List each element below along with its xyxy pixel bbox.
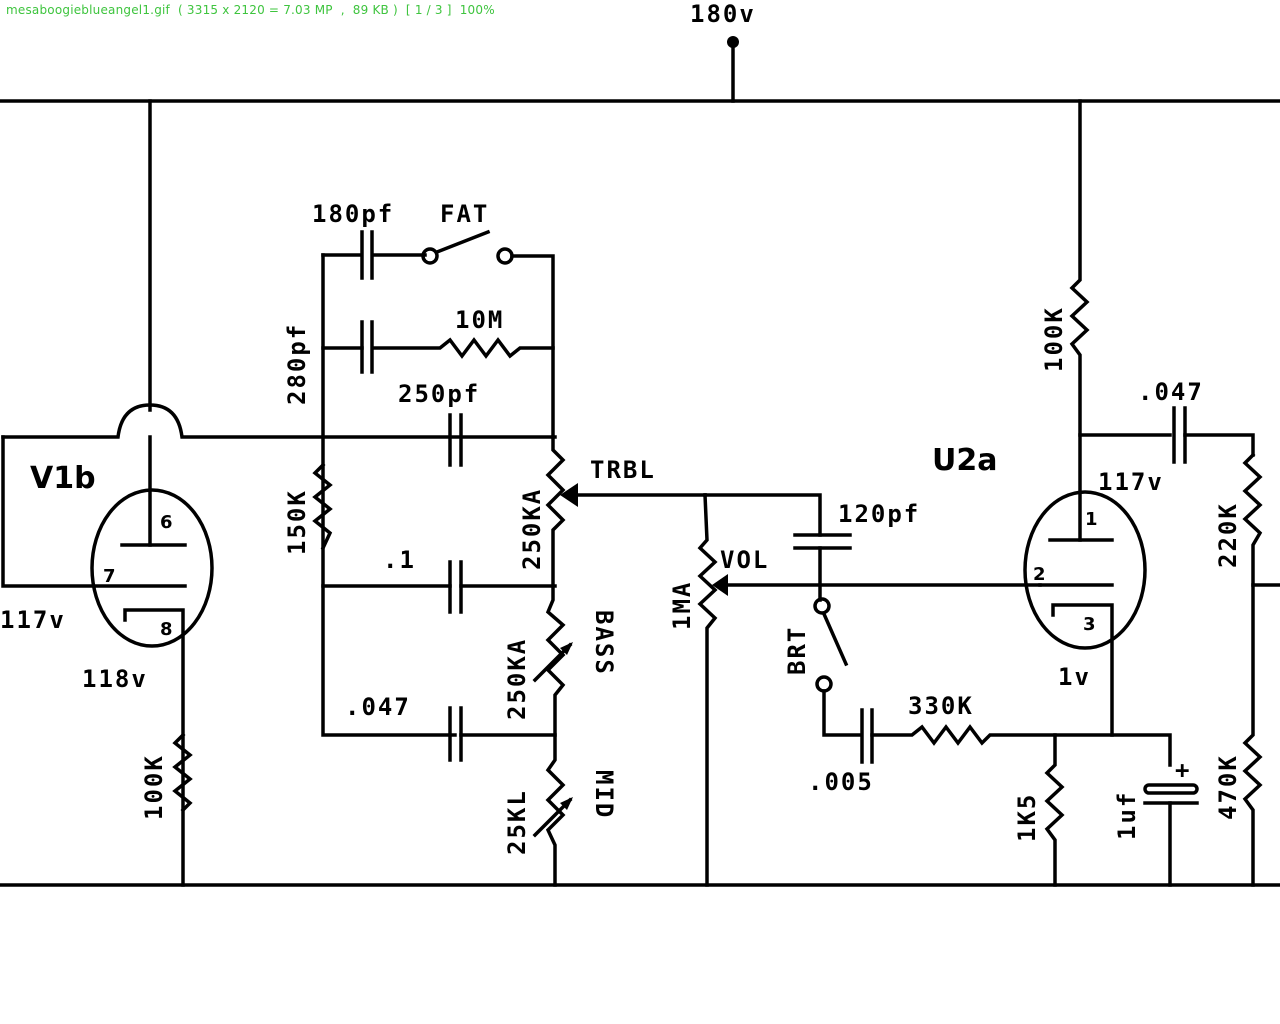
cap-280pf-label: 280pf — [283, 323, 311, 405]
resistor-100k-v1-label: 100K — [140, 754, 168, 820]
brt-switch-label: BRT — [783, 626, 811, 675]
supply-terminal-icon — [727, 36, 739, 48]
cap-047-tone-label: .047 — [345, 693, 411, 721]
supply-rail: 180v — [0, 0, 1280, 103]
v1b-grid-pin: 7 — [103, 566, 116, 587]
fat-switch-label: FAT — [440, 200, 489, 228]
v1b-grid-voltage: 117v — [0, 606, 66, 634]
resistor-330k-label: 330K — [908, 692, 974, 720]
page-indicator: [ 1 / 3 ] — [405, 3, 452, 17]
resistor-100k-v2-label: 100K — [1040, 306, 1068, 372]
v2a-plate-voltage: 117v — [1098, 468, 1164, 496]
volume-wiper-icon — [712, 574, 728, 596]
brt-switch-contact-icon — [815, 675, 833, 693]
image-dimensions: ( 3315 x 2120 = 7.03 MP — [178, 3, 333, 17]
v1b-cathode-voltage: 118v — [82, 665, 148, 693]
fat-switch-contact-icon — [496, 247, 514, 265]
cap-polarity-plus: + — [1175, 756, 1191, 784]
pot-bass-value: 250KA — [503, 638, 531, 720]
bass-arrow-icon — [560, 642, 573, 655]
filename: mesaboogieblueangel1.gif — [6, 3, 170, 17]
viewer-status-bar: mesaboogieblueangel1.gif ( 3315 x 2120 =… — [6, 3, 495, 17]
cap-0-1-label: .1 — [383, 546, 416, 574]
tone-stack: 180pf FAT 10M 280pf 250pf 150K .1 .047 2… — [283, 200, 707, 887]
v1b-plate-pin: 6 — [160, 512, 173, 533]
cap-005-label: .005 — [808, 768, 874, 796]
v2a-label: U2a — [932, 443, 997, 478]
pot-treble-value: 250KA — [518, 488, 546, 570]
resistor-1k5-label: 1K5 — [1013, 793, 1041, 842]
volume-section: 1MA VOL 120pf BRT .005 330K — [668, 493, 1172, 887]
pot-mid-value: 25KL — [503, 789, 531, 855]
v1b-envelope — [90, 488, 214, 648]
resistor-470k-label: 470K — [1214, 754, 1242, 820]
v2a-cathode-voltage: 1v — [1058, 663, 1091, 691]
zoom-level: 100% — [459, 3, 495, 17]
resistor-220k-label: 220K — [1214, 502, 1242, 568]
v2a-grid-pin: 2 — [1033, 564, 1046, 585]
pot-bass-name: BASS — [590, 610, 618, 676]
file-size: , 89 KB ) — [340, 3, 398, 17]
v1b-cathode-pin: 8 — [160, 619, 173, 640]
electrolytic-cap-icon — [1143, 783, 1199, 795]
mid-arrow-icon — [560, 797, 573, 810]
treble-wiper-icon — [560, 483, 578, 507]
pot-treble-name: TRBL — [590, 456, 656, 484]
cap-250pf-label: 250pf — [398, 380, 480, 408]
cap-180pf-label: 180pf — [312, 200, 394, 228]
resistor-150k-label: 150K — [283, 489, 311, 555]
pot-mid-name: MID — [590, 770, 618, 819]
pot-vol-value: 1MA — [668, 581, 696, 630]
tube-v2a: 100K U2a 1 2 3 117v 1v .047 220K 470K — [932, 99, 1280, 887]
v2a-plate-pin: 1 — [1085, 509, 1098, 530]
brt-switch-contact-icon — [813, 597, 831, 615]
pot-vol-name: VOL — [720, 546, 769, 574]
cathode-network: 1K5 + 1uf — [1013, 733, 1199, 887]
v1b-label: V1b — [30, 461, 96, 496]
resistor-100k-v1: 100K — [140, 732, 193, 820]
cap-1uf-label: 1uf — [1113, 791, 1141, 840]
resistor-10m-label: 10M — [455, 306, 504, 334]
cap-047-out-label: .047 — [1138, 378, 1204, 406]
cap-120pf-label: 120pf — [838, 500, 920, 528]
supply-label: 180v — [690, 0, 756, 28]
v2a-envelope — [1023, 490, 1147, 650]
v2a-cathode-pin: 3 — [1083, 614, 1096, 635]
fat-switch-contact-icon — [421, 247, 439, 265]
